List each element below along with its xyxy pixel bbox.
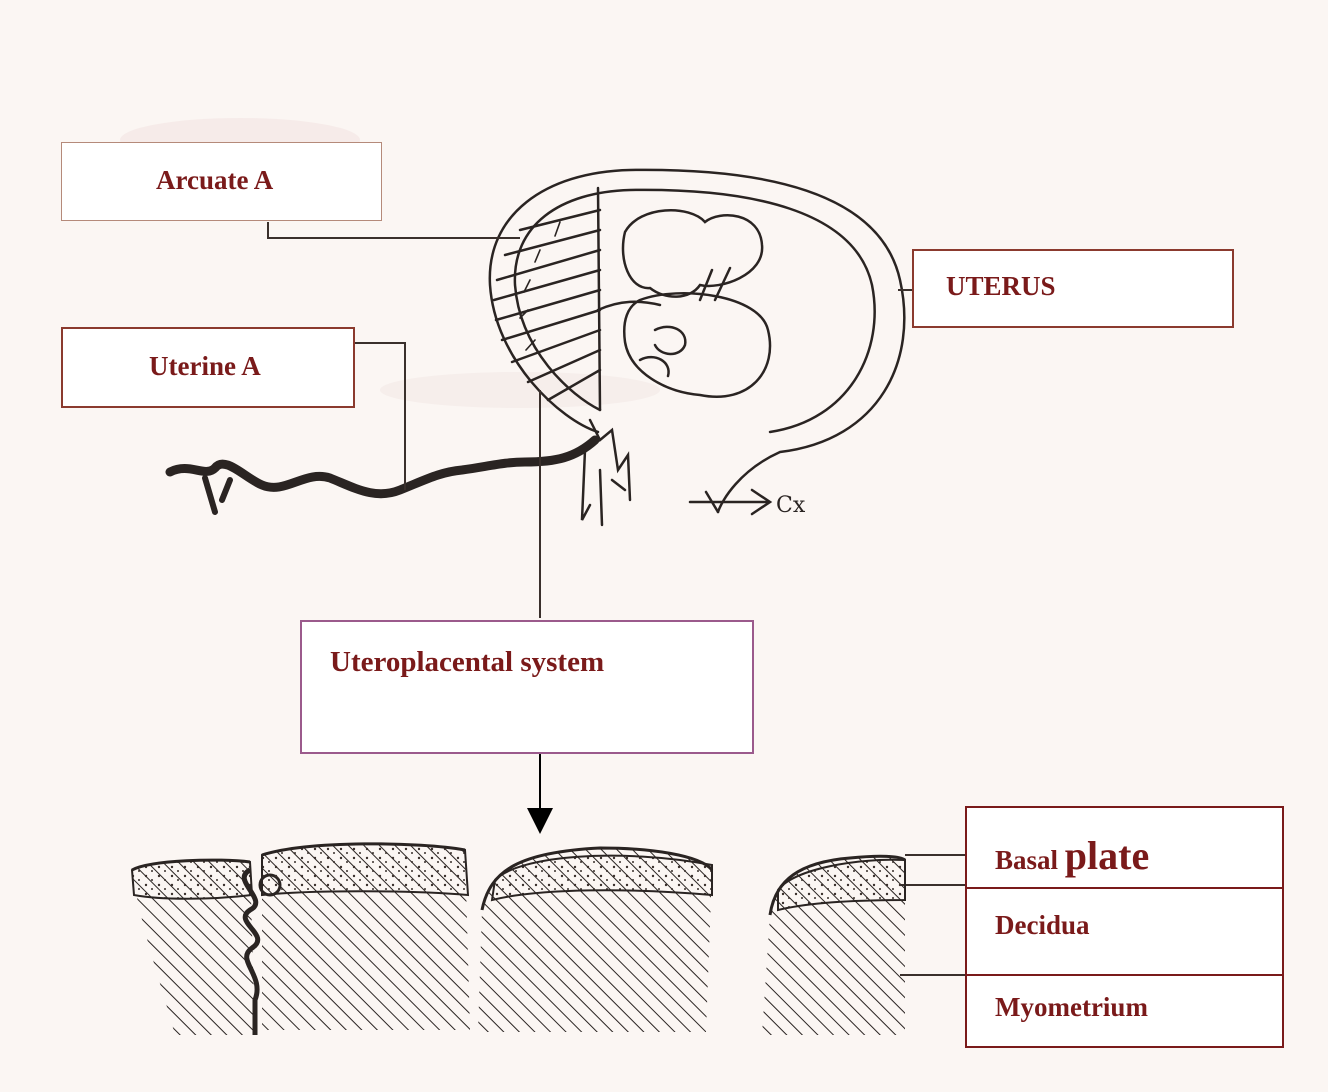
uteroplacental-system-label: Uteroplacental system bbox=[300, 620, 754, 754]
uterus-label: UTERUS bbox=[912, 249, 1234, 328]
tissue-cross-section bbox=[132, 844, 905, 1035]
uterine-leader-line bbox=[355, 343, 405, 490]
uterus-text: UTERUS bbox=[946, 271, 1056, 302]
down-arrow bbox=[527, 754, 553, 834]
fetus-body bbox=[624, 293, 770, 396]
arcuate-leader-line bbox=[268, 222, 520, 238]
uterus-sketch bbox=[490, 170, 905, 525]
cervix-annotation: Cx bbox=[776, 493, 806, 518]
basal-plate-text: Basal plate bbox=[995, 832, 1149, 879]
tissue-layers-legend: Basal plate Decidua Myometrium bbox=[965, 806, 1284, 1048]
decidua-cell: Decidua bbox=[967, 889, 1282, 976]
cervix-arrow bbox=[690, 490, 770, 514]
arcuate-artery-text: Arcuate A bbox=[156, 165, 273, 196]
uterine-artery bbox=[170, 440, 595, 494]
uterine-artery-text: Uterine A bbox=[149, 351, 261, 382]
decidua-text: Decidua bbox=[995, 910, 1090, 941]
uteroplacental-system-text: Uteroplacental system bbox=[330, 646, 604, 679]
basal-plate-cell: Basal plate bbox=[967, 808, 1282, 889]
uterine-artery-label: Uterine A bbox=[61, 327, 355, 408]
fetus-head bbox=[623, 210, 762, 296]
myometrium-cell: Myometrium bbox=[967, 976, 1282, 1046]
myometrium-text: Myometrium bbox=[995, 992, 1148, 1023]
arcuate-artery-label: Arcuate A bbox=[61, 142, 382, 221]
